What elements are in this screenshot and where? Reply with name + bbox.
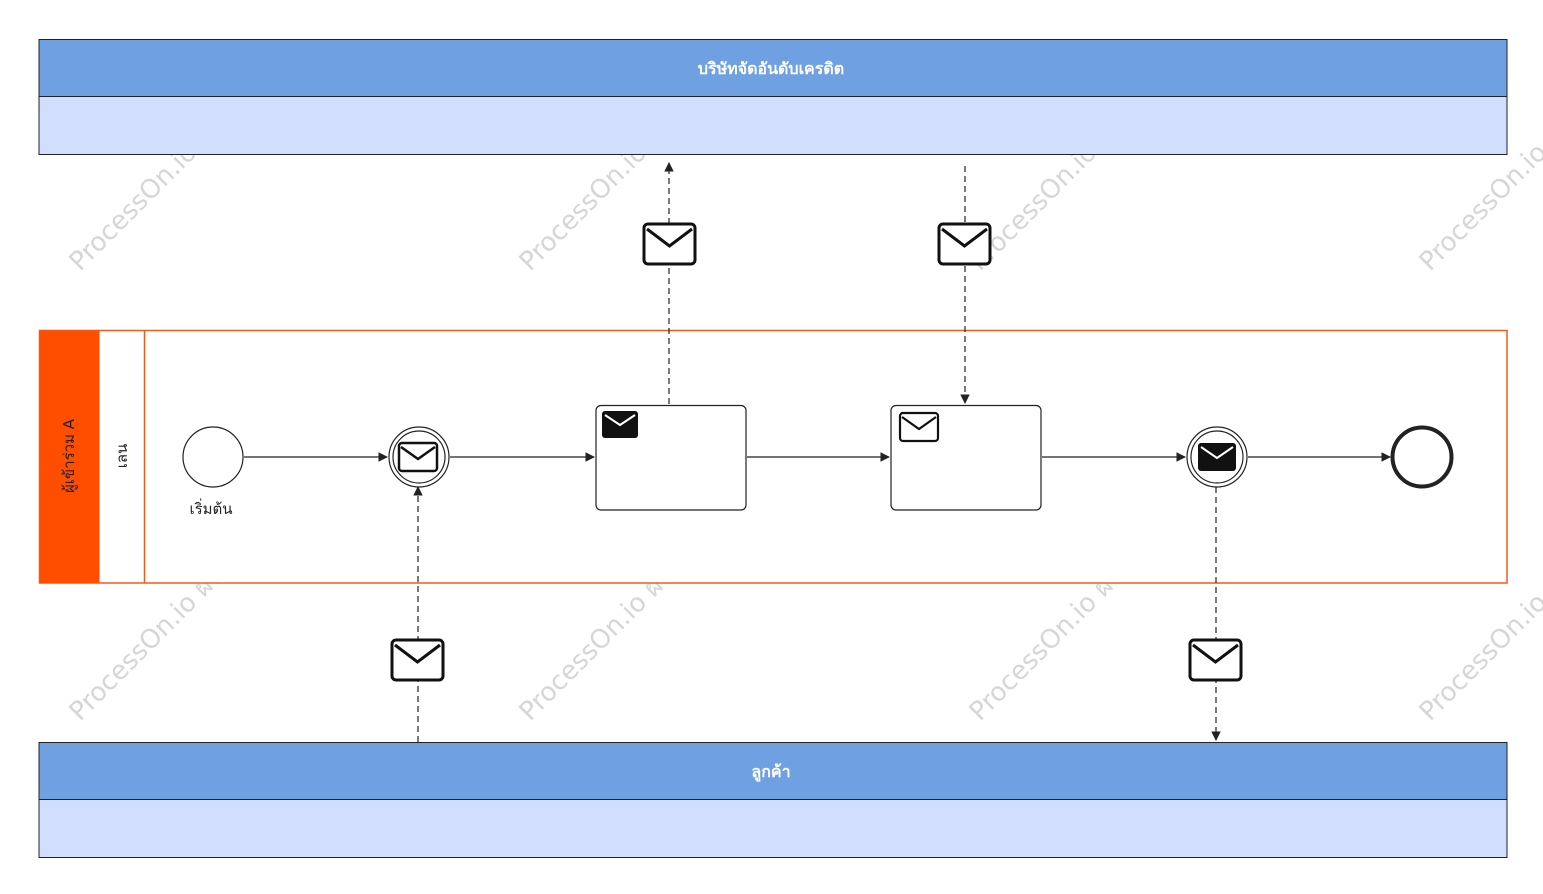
- envelope-outline-icon[interactable]: [642, 222, 697, 266]
- end-event[interactable]: [1390, 425, 1454, 489]
- envelope-outline-icon: [898, 411, 940, 443]
- watermark-text: ProcessOn.io: [1414, 588, 1543, 727]
- intermediate-message-throw-event[interactable]: [1186, 426, 1248, 488]
- pool-title: ลูกค้า: [751, 762, 790, 783]
- start-event-circle: [182, 426, 244, 488]
- start-event-label: เริ่มต้น: [189, 498, 232, 518]
- envelope-filled-icon: [1198, 443, 1236, 471]
- message-envelopes: [390, 222, 1243, 682]
- pool-credit-rating-agency[interactable]: บริษัทจัดอันดับเครดิต: [38, 39, 1508, 155]
- watermark-text: ProcessOn.io: [1414, 138, 1543, 277]
- lane-name: เลน: [113, 444, 131, 469]
- participant-band: [39, 330, 100, 583]
- end-event-circle: [1390, 425, 1454, 489]
- receive-task[interactable]: [890, 404, 1042, 511]
- pool-header: [38, 742, 1508, 800]
- message-flows: [413, 162, 1221, 742]
- intermediate-message-catch-event[interactable]: [388, 426, 450, 488]
- watermark-text: ProcessOn.io: [514, 138, 653, 277]
- pool-body: [38, 799, 1508, 858]
- pool-header: [38, 39, 1508, 97]
- envelope-outline-icon[interactable]: [1188, 638, 1243, 682]
- start-event[interactable]: เริ่มต้น: [182, 426, 244, 518]
- pool-body: [38, 96, 1508, 155]
- send-task[interactable]: [595, 404, 747, 511]
- watermark-text: ProcessOn.io: [64, 138, 203, 277]
- participant-name: ผู้เข้าร่วม A: [60, 418, 78, 493]
- envelope-outline-icon[interactable]: [390, 638, 445, 682]
- pool-title: บริษัทจัดอันดับเครดิต: [698, 59, 844, 78]
- pool-customer[interactable]: ลูกค้า: [38, 742, 1508, 858]
- envelope-filled-icon: [602, 411, 638, 438]
- envelope-outline-icon[interactable]: [937, 222, 992, 266]
- envelope-outline-icon: [397, 441, 439, 473]
